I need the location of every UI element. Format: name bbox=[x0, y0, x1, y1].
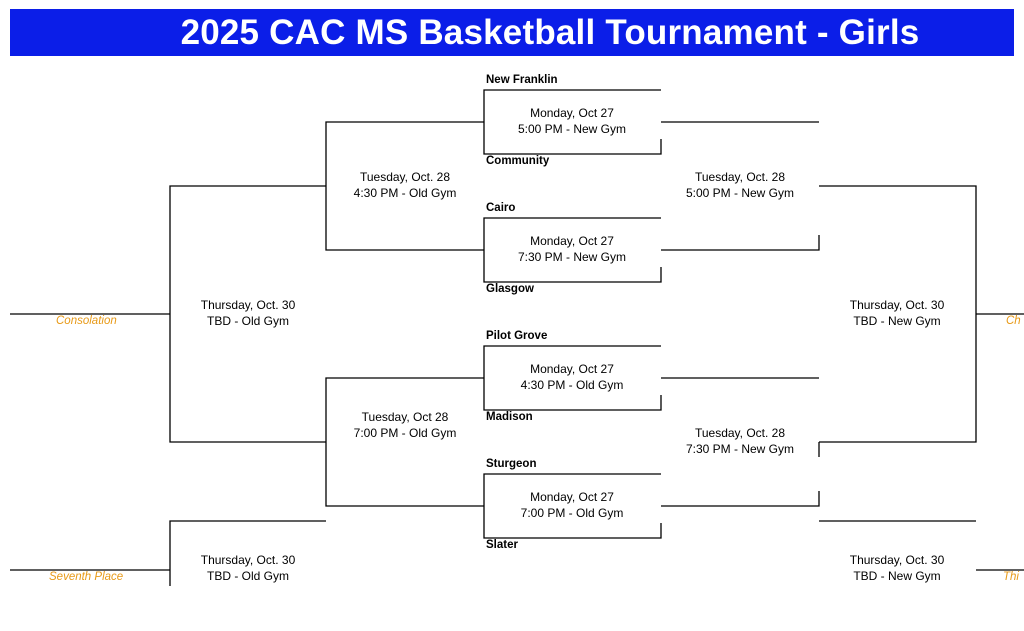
game-box-4 bbox=[483, 473, 662, 539]
consolation-final-time: TBD - Old Gym bbox=[206, 314, 290, 328]
consolation-semi-2-info: Tuesday, Oct 28 7:00 PM - Old Gym bbox=[354, 409, 457, 441]
championship-info: Thursday, Oct. 30 TBD - New Gym bbox=[850, 297, 944, 329]
consolation-semi-2-time: 7:00 PM - Old Gym bbox=[353, 426, 457, 440]
third-place-label: Thi bbox=[1003, 571, 1019, 583]
third-place-info: Thursday, Oct. 30 TBD - New Gym bbox=[850, 552, 944, 584]
team-pilot-grove: Pilot Grove bbox=[486, 330, 548, 342]
consolation-semi-2-bracket bbox=[325, 377, 484, 507]
game-2-day: Monday, Oct 27 bbox=[530, 234, 614, 248]
game-4-time: 7:00 PM - Old Gym bbox=[520, 506, 624, 520]
page-title: 2025 CAC MS Basketball Tournament - Girl… bbox=[180, 12, 920, 52]
winner-semi-1-time: 5:00 PM - New Gym bbox=[685, 186, 795, 200]
championship-day: Thursday, Oct. 30 bbox=[849, 298, 945, 312]
team-community: Community bbox=[486, 155, 550, 167]
winner-semi-2-time: 7:30 PM - New Gym bbox=[685, 442, 795, 456]
consolation-semi-1-time: 4:30 PM - Old Gym bbox=[353, 186, 457, 200]
consolation-semi-1-info: Tuesday, Oct. 28 4:30 PM - Old Gym bbox=[354, 169, 457, 201]
game-box-3 bbox=[483, 345, 662, 411]
consolation-final-day: Thursday, Oct. 30 bbox=[200, 298, 296, 312]
championship-time: TBD - New Gym bbox=[853, 314, 941, 328]
game-3-day: Monday, Oct 27 bbox=[530, 362, 614, 376]
championship-label: Ch bbox=[1006, 315, 1021, 327]
third-place-time: TBD - New Gym bbox=[853, 569, 941, 583]
seventh-place-label: Seventh Place bbox=[49, 571, 124, 583]
seventh-place-time: TBD - Old Gym bbox=[206, 569, 290, 583]
team-slater: Slater bbox=[486, 539, 518, 551]
winner-semi-1-day: Tuesday, Oct. 28 bbox=[694, 170, 786, 184]
team-madison: Madison bbox=[486, 411, 533, 423]
seventh-place-info: Thursday, Oct. 30 TBD - Old Gym bbox=[201, 552, 295, 584]
third-place-day: Thursday, Oct. 30 bbox=[849, 553, 945, 567]
game-1-day: Monday, Oct 27 bbox=[530, 106, 614, 120]
team-sturgeon: Sturgeon bbox=[486, 458, 537, 470]
winner-semi-1-info: Tuesday, Oct. 28 5:00 PM - New Gym bbox=[686, 169, 794, 201]
game-4-day: Monday, Oct 27 bbox=[530, 490, 614, 504]
winner-semi-1-bracket bbox=[661, 235, 820, 251]
winner-semi-2-info: Tuesday, Oct. 28 7:30 PM - New Gym bbox=[686, 425, 794, 457]
consolation-semi-2-day: Tuesday, Oct 28 bbox=[361, 410, 449, 424]
game-box-2 bbox=[483, 217, 662, 283]
winner-semi-2-day: Tuesday, Oct. 28 bbox=[694, 426, 786, 440]
consolation-label: Consolation bbox=[56, 315, 117, 327]
team-cairo: Cairo bbox=[486, 202, 516, 214]
team-glasgow: Glasgow bbox=[486, 283, 534, 295]
game-2-info: Monday, Oct 27 7:30 PM - New Gym bbox=[518, 233, 626, 265]
game-box-1 bbox=[483, 89, 662, 155]
consolation-semi-1-day: Tuesday, Oct. 28 bbox=[359, 170, 451, 184]
team-new-franklin: New Franklin bbox=[486, 74, 558, 86]
seventh-place-bracket bbox=[169, 520, 326, 586]
game-1-time: 5:00 PM - New Gym bbox=[517, 122, 627, 136]
game-1-info: Monday, Oct 27 5:00 PM - New Gym bbox=[518, 105, 626, 137]
seventh-place-day: Thursday, Oct. 30 bbox=[200, 553, 296, 567]
game-3-info: Monday, Oct 27 4:30 PM - Old Gym bbox=[521, 361, 624, 393]
game-4-info: Monday, Oct 27 7:00 PM - Old Gym bbox=[521, 489, 624, 521]
winner-semi-2-bracket bbox=[661, 491, 820, 507]
consolation-final-info: Thursday, Oct. 30 TBD - Old Gym bbox=[201, 297, 295, 329]
title-banner: 2025 CAC MS Basketball Tournament - Girl… bbox=[10, 9, 1014, 56]
game-3-time: 4:30 PM - Old Gym bbox=[520, 378, 624, 392]
game-2-time: 7:30 PM - New Gym bbox=[517, 250, 627, 264]
